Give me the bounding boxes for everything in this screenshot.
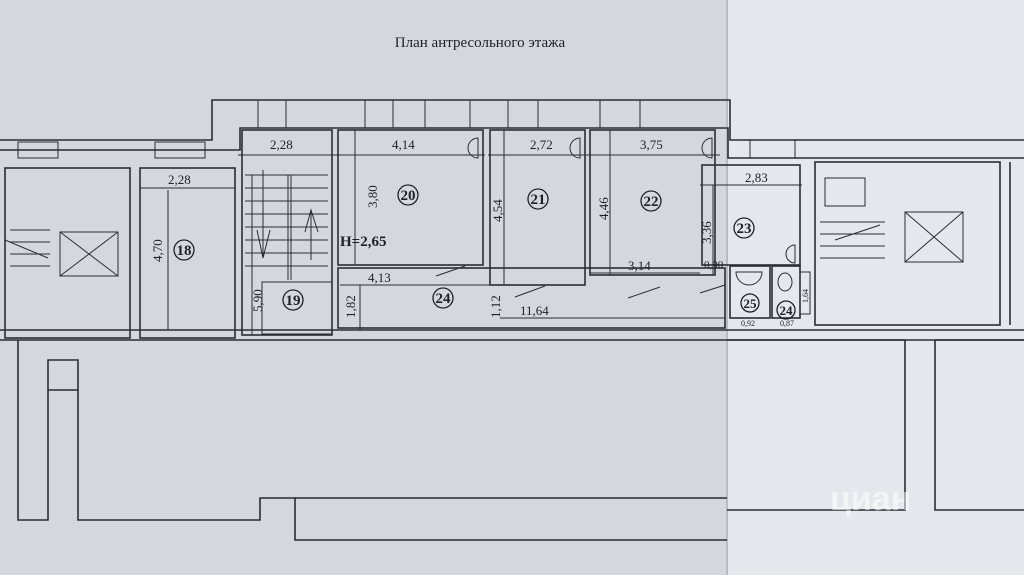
stairwell: 2,28 5,90 19 bbox=[238, 129, 335, 336]
paper-left bbox=[0, 0, 727, 575]
dim-stair-length: 5,90 bbox=[250, 289, 265, 312]
dim-corridor-depth: 1,82 bbox=[343, 295, 358, 318]
sink-icon bbox=[701, 137, 713, 159]
sink-icon bbox=[467, 137, 479, 159]
room-number-20: 20 bbox=[401, 188, 416, 204]
room-number-21: 21 bbox=[531, 192, 546, 208]
room-number-22: 22 bbox=[644, 194, 659, 210]
door-swings bbox=[435, 265, 726, 299]
room-23: 2,83 3,36 0,90 23 bbox=[699, 164, 802, 275]
sink-icon bbox=[735, 271, 763, 286]
room-number-24-wc: 24 bbox=[780, 303, 794, 318]
dim-room23-gap: 0,90 bbox=[704, 259, 724, 271]
dim-wc24-width: 0,87 bbox=[780, 319, 794, 328]
room-number-19: 19 bbox=[286, 293, 301, 309]
dim-room23-width: 2,83 bbox=[745, 170, 768, 185]
room-20: 4,14 3,80 20 H=2,65 bbox=[335, 129, 485, 266]
dim-room22-length: 4,46 bbox=[596, 197, 611, 220]
left-wing bbox=[4, 167, 131, 339]
arrow-up-icon bbox=[304, 208, 319, 260]
toilet-icon bbox=[777, 272, 793, 292]
dim-room18-length: 4,70 bbox=[150, 239, 165, 262]
watermark: циан bbox=[830, 480, 911, 518]
paper-right bbox=[727, 0, 1024, 575]
room-number-25: 25 bbox=[744, 296, 758, 311]
dim-wc-length: 1,64 bbox=[801, 289, 810, 303]
dim-corridor-length: 11,64 bbox=[520, 303, 549, 318]
stair-steps bbox=[245, 174, 328, 280]
dim-room21-width: 2,72 bbox=[530, 137, 553, 152]
room-21: 2,72 4,54 21 bbox=[488, 129, 590, 286]
room-number-23: 23 bbox=[737, 221, 752, 237]
dim-corridor-offset: 1,12 bbox=[488, 295, 503, 318]
room-number-18: 18 bbox=[177, 243, 192, 259]
plan-title: План антресольного этажа bbox=[395, 35, 566, 51]
room-22: 3,75 4,46 3,14 22 bbox=[588, 129, 720, 276]
ceiling-height: H=2,65 bbox=[340, 234, 386, 250]
dim-room18-width: 2,28 bbox=[168, 172, 191, 187]
right-wing bbox=[814, 161, 1011, 326]
dim-room20-width: 4,14 bbox=[392, 137, 415, 152]
dim-stair-width: 2,28 bbox=[270, 137, 293, 152]
sink-icon bbox=[785, 244, 796, 264]
lower-floor bbox=[17, 339, 1024, 541]
elevator-shaft bbox=[59, 231, 119, 277]
room-18: 2,28 4,70 18 bbox=[139, 167, 236, 339]
dim-room22-inner: 3,14 bbox=[628, 258, 651, 273]
sink-icon bbox=[569, 137, 581, 159]
arrow-down-icon bbox=[256, 170, 271, 259]
dim-wc25-width: 0,92 bbox=[741, 319, 755, 328]
dim-room21-length: 4,54 bbox=[490, 199, 505, 222]
dim-room22-width: 3,75 bbox=[640, 137, 663, 152]
dim-room23-length: 3,36 bbox=[699, 221, 714, 244]
elevator-shaft bbox=[904, 211, 964, 263]
dim-corridor-part: 4,13 bbox=[368, 270, 391, 285]
room-number-24: 24 bbox=[436, 291, 452, 307]
dim-room20-length: 3,80 bbox=[365, 185, 380, 208]
corridor-24: 4,13 1,82 11,64 1,12 24 bbox=[337, 265, 726, 330]
wc-block: 1,64 25 24 0,92 0,87 bbox=[729, 265, 811, 328]
